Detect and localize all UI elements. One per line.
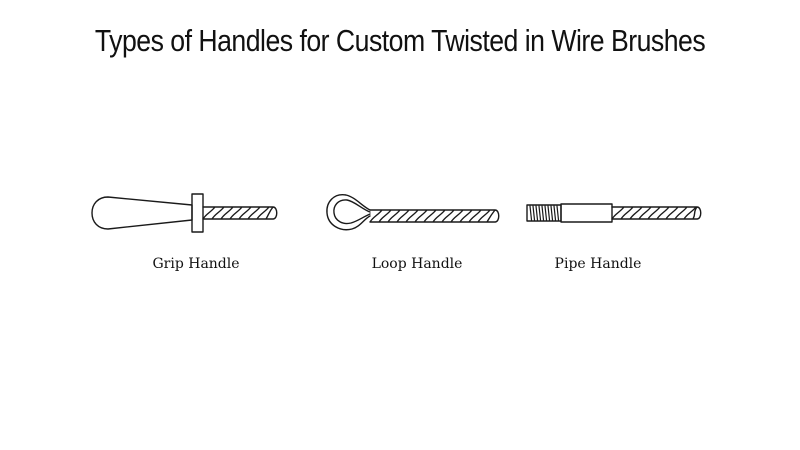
loop-handle-label: Loop Handle: [371, 256, 463, 272]
grip-handle-label: Grip Handle: [152, 256, 240, 272]
grip-collar: [191, 193, 204, 233]
pipe-handle-label: Pipe Handle: [554, 256, 642, 272]
twisted-wire-grip: [202, 206, 278, 220]
twisted-wire-strands: [369, 209, 500, 223]
twisted-wire-loop: [369, 209, 500, 223]
page-title: Types of Handles for Custom Twisted in W…: [94, 23, 706, 58]
loop-outer: [326, 194, 371, 231]
loop-handle-icon: [326, 194, 500, 231]
grip-body: [91, 196, 193, 230]
pipe-threads: [529, 205, 560, 221]
grip-handle-icon: [91, 193, 278, 233]
loop-inner: [333, 199, 371, 225]
twisted-wire-pipe: [611, 206, 702, 220]
twisted-wire-strands: [202, 206, 278, 220]
pipe-sleeve: [560, 203, 613, 223]
pipe-thread-lines: [529, 205, 560, 221]
pipe-handle-icon: [526, 203, 702, 223]
twisted-wire-strands: [611, 206, 702, 220]
